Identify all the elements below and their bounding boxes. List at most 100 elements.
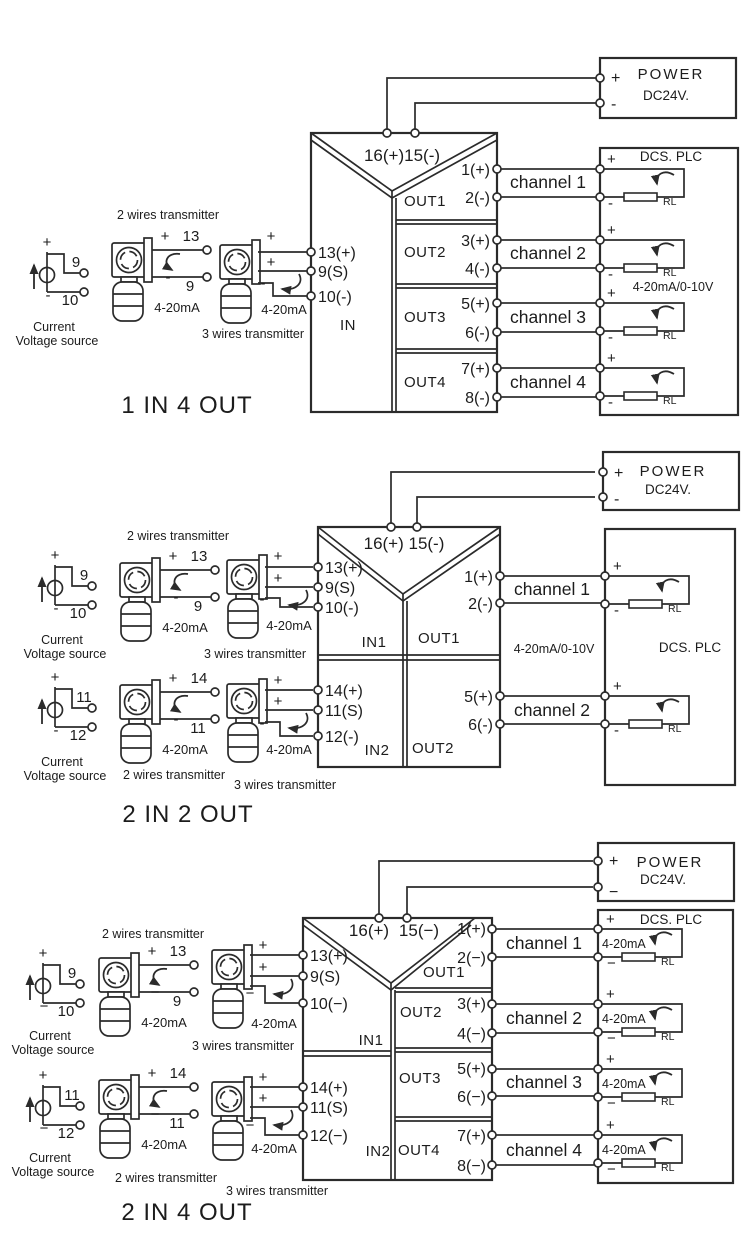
tx3b-caption: 3 wires transmitter [234,778,336,792]
in2-block-label: IN2 [365,742,390,759]
tx2a-n1: 13 [170,943,187,960]
power-box-outline [596,841,736,903]
source1-minus: - [54,600,59,617]
terminal-10 [306,291,316,301]
out2-minus-label: 4(-) [465,261,490,278]
module-top-label: 16(+)15(-) [364,146,440,165]
terminal-10 [298,998,308,1008]
power-label: POWER [637,854,704,871]
terminal-9 [306,266,316,276]
terminal-11 [313,705,323,715]
out4-plus-label: 7(+) [461,361,490,378]
terminal-6 [495,719,505,729]
tx3-wires [258,251,307,297]
out1-minus-label: 2(−) [457,950,486,967]
source1-cap1: Current [29,1029,71,1043]
source2-n1: 11 [64,1087,80,1104]
in2-terminal-11-label: 11(S) [325,703,363,720]
three-wire-transmitter-2: + + − 4-20mA 3 wires transmitter [211,1069,328,1198]
dcs-outline [603,527,737,787]
tx2b-caption: 2 wires transmitter [115,1171,217,1185]
terminal-2 [495,598,505,608]
tx2b-n2: 11 [190,720,206,737]
out3-label: OUT3 [404,309,446,326]
loop4-minus: - [608,394,613,411]
loop4-rl: RL [663,395,677,407]
out4-block-label: OUT4 [398,1142,440,1159]
power-label: POWER [638,66,705,83]
loop1-minus: - [608,195,613,212]
source1-cap2: Voltage source [24,647,107,661]
terminal-7 [487,1130,497,1140]
power-plus-terminal [595,73,605,83]
terminal-13 [298,950,308,960]
power-minus-label: - [614,491,619,508]
power-plus-terminal [598,467,608,477]
tx2a-plus: + [169,548,178,565]
tx2b-plus: + [148,1065,157,1082]
source2-n2: 12 [58,1125,75,1142]
terminal-14 [298,1082,308,1092]
isolator-module: 16(+) 15(−) 13(+) 9(S) 10(−) IN1 14(+) 1… [298,913,494,1182]
out4-minus-label: 8(−) [457,1158,486,1175]
module-mid-divider [318,654,500,661]
tx3a-loop-arrow [272,978,294,1000]
in-terminal-13-label: 13(+) [318,245,356,262]
tx3-p2: + [267,254,276,271]
source-cap2: Voltage source [16,334,99,348]
two-wire-transmitter-2: + 14 − 11 4-20mA 2 wires transmitter [99,1065,217,1185]
tx2b-minus: - [174,711,179,728]
tx3a-ma: 4-20mA [251,1016,297,1031]
terminal-15-label: 15(−) [399,921,439,940]
source2-cap1: Current [29,1151,71,1165]
dcs-outline [596,908,735,1185]
loop1-rl: RL [661,956,675,968]
source-plus: + [43,234,52,251]
out2-plus-label: 3(+) [457,996,486,1013]
tx3a-ma: 4-20mA [266,618,312,633]
tx3-loop-arrow [280,273,302,295]
two-wire-transmitter-2: + 14 - 11 4-20mA 2 wires transmitter [120,670,225,782]
power-minus-label: - [611,96,616,113]
channel-boxes: channel 1 channel 2 channel 3 channel 4 [492,164,601,402]
tx2-n1: 13 [183,228,200,245]
source2-minus: - [54,722,59,739]
out3-block-label: OUT3 [399,1070,441,1087]
tx2a-ma: 4-20mA [141,1015,187,1030]
loop3-plus: + [606,1051,615,1068]
tx2-ma: 4-20mA [154,300,200,315]
tx2-minus: - [166,269,171,286]
out1-plus-label: 1(+) [461,162,490,179]
current-voltage-source-1: + − 9 10 Current Voltage source [12,945,95,1057]
source1-n2: 10 [70,605,87,622]
tx3a-caption: 3 wires transmitter [204,647,306,661]
terminal-2 [487,952,497,962]
power-plus-terminal [593,856,603,866]
out2-label: OUT2 [404,244,446,261]
channel-4-label: channel 4 [510,372,586,392]
loop3-rl: RL [663,330,677,342]
in1-block-label: IN1 [359,1032,384,1049]
section-2-in-4-out: + − POWER DC24V. 16(+) 15(−) 13(+) 9(S) … [12,841,736,1226]
tx2a-minus: - [174,589,179,606]
tx2a-caption: 2 wires transmitter [102,927,204,941]
tx3b-p1: + [274,672,283,689]
channel-1-label: channel 1 [514,579,590,599]
tx2a-ma: 4-20mA [162,620,208,635]
terminal-10 [313,602,323,612]
signal-range-label: 4-20mA/0-10V [633,280,714,294]
loop3-ma: 4-20mA [602,1077,646,1091]
module-vertical-divider [391,191,397,412]
tx3b-p2: + [274,693,283,710]
out1-label: OUT1 [404,193,446,210]
channel-1-label: channel 1 [510,172,586,192]
in2-terminal-14-label: 14(+) [325,683,363,700]
tx3b-loop-arrow [272,1109,294,1131]
terminal-1 [492,164,502,174]
three-wire-transmitter-2: + + - 4-20mA 3 wires transmitter [226,672,336,792]
tx3a-p1: + [259,937,268,954]
in1-terminal-9-label: 9(S) [310,969,340,986]
power-minus-label: − [609,884,618,901]
terminal-9 [298,971,308,981]
tx3-icon [219,239,261,324]
